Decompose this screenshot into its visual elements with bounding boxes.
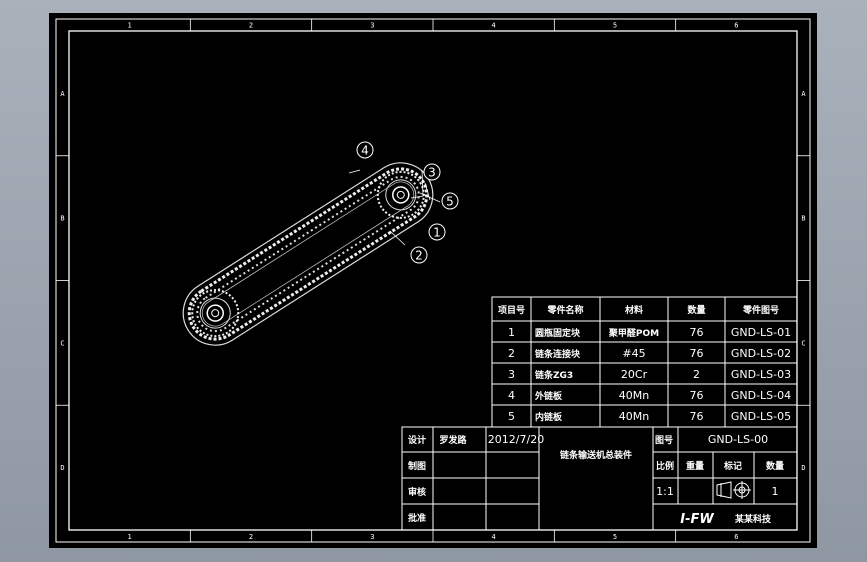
zone-label: 5 [613,22,617,30]
reviewer-label: 审核 [408,486,426,498]
drawing-name: 链条输送机总装件 [560,449,632,461]
zone-label: 5 [613,533,617,541]
bom-cell: 2 [508,347,515,360]
bom-cell: 1 [508,326,515,339]
balloon-3: 3 [423,163,441,181]
bill-of-materials [491,296,798,428]
zone-label: B [801,215,805,223]
chain-inner-outline [201,181,415,327]
designer-label: 设计 [408,434,426,446]
svg-text:1: 1 [433,226,441,240]
svg-text:3: 3 [428,166,436,180]
bom-cell: 链条连接块 [535,348,581,360]
bom-header: 零件名称 [546,304,583,316]
bom-header: 零件图号 [742,304,779,316]
bom-cell: 76 [690,347,704,360]
zone-label: 1 [128,22,132,30]
balloon-4: 4 [356,141,374,159]
svg-text:2: 2 [415,249,423,263]
chain-conveyor-assembly [182,162,434,346]
bom-cell: #45 [622,347,645,360]
quantity-value: 1 [772,485,779,498]
mark-label: 标记 [723,460,742,472]
bom-cell: 20Cr [621,368,648,381]
bom-cell: 5 [508,410,515,423]
bom-cell: 链条ZG3 [535,369,573,381]
bom-cell: 内链板 [535,411,563,423]
zone-labels-left: A B C D [56,90,69,472]
bom-cell: 76 [690,410,704,423]
zone-label: 2 [249,22,253,30]
svg-text:4: 4 [361,144,369,158]
zone-label: C [801,339,805,347]
title-block [401,426,798,531]
bom-cell: GND-LS-05 [731,410,791,423]
zone-labels-bottom: 1 2 3 4 5 6 [128,530,738,542]
weight-label: 重量 [686,460,704,472]
chain-outer-outline [182,162,434,346]
zone-label: D [60,464,64,472]
zone-label: 4 [492,22,496,30]
design-date: 2012/7/20 [488,433,544,446]
zone-label: 6 [734,22,738,30]
bom-cell: 圆瓶固定块 [535,327,581,339]
company-logo: I-FW [680,512,714,527]
projection-symbol-icon [716,481,751,499]
zone-label: 3 [370,22,374,30]
bom-cell: 2 [693,368,700,381]
drawing-no-label: 图号 [655,435,673,446]
svg-text:5: 5 [446,195,454,209]
zone-label: 6 [734,533,738,541]
leader-lines [348,169,441,246]
scale-label: 比例 [656,460,674,472]
bom-header: 数量 [687,304,705,316]
zone-label: 1 [128,533,132,541]
zone-labels-right: A B C D [797,90,810,472]
sprocket-left [191,289,240,338]
zone-label: A [60,90,65,98]
zone-label: C [60,339,64,347]
bom-cell: GND-LS-04 [731,389,791,402]
bom-cell: GND-LS-02 [731,347,791,360]
zone-label: 4 [492,533,496,541]
zone-label: 2 [249,533,253,541]
bom-cell: 聚甲醛POM [608,327,659,339]
balloon-5: 5 [441,192,459,210]
bom-cell: 3 [508,368,515,381]
bom-cell: 4 [508,389,515,402]
bom-cell: GND-LS-03 [731,368,791,381]
bom-header: 项目号 [498,305,525,316]
zone-label: A [801,90,806,98]
bom-header: 材料 [624,304,643,316]
bom-cell: 外链板 [534,390,563,402]
approver-label: 批准 [408,512,426,524]
balloon-2: 2 [410,246,428,264]
bom-cell: GND-LS-01 [731,326,791,339]
balloon-1: 1 [428,223,446,241]
bom-text: 项目号 零件名称 材料 数量 零件图号 1 圆瓶固定块 聚甲醛POM 76 GND-LS-01 2 链… [498,304,791,423]
company-name: 某某科技 [735,513,772,525]
checker-label: 制图 [408,460,426,472]
bom-cell: 40Mn [619,389,649,402]
zone-label: B [60,215,64,223]
chain-links-inner [196,175,420,333]
zone-label: 3 [370,533,374,541]
scale-value: 1:1 [656,485,674,498]
bom-cell: 40Mn [619,410,649,423]
designer-name: 罗发路 [439,434,467,446]
zone-label: D [801,464,805,472]
bom-cell: 76 [690,389,704,402]
zone-labels-top: 1 2 3 4 5 6 [128,19,738,31]
drawing-number: GND-LS-00 [708,433,768,446]
quantity-label: 数量 [766,460,784,472]
bom-cell: 76 [690,326,704,339]
